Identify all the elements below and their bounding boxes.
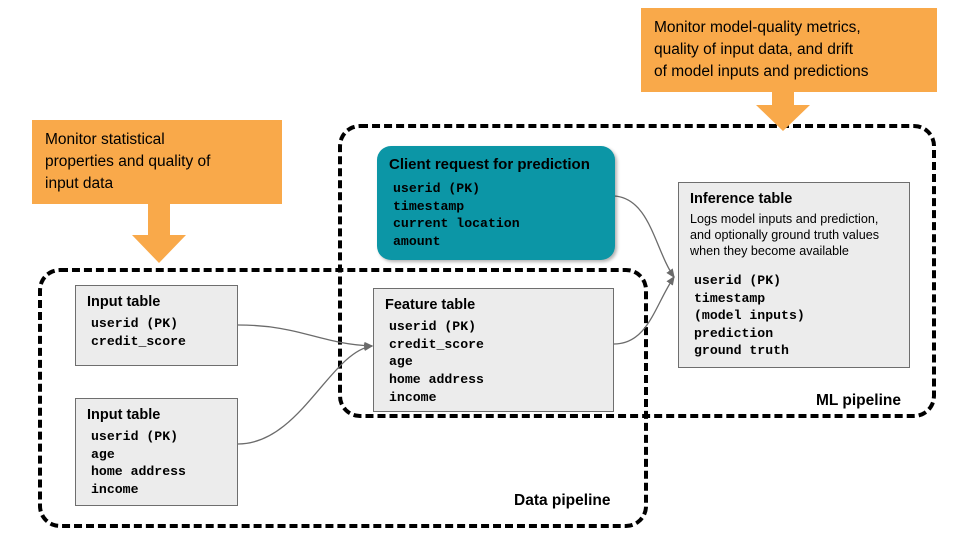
left-callout-line-3: input data: [45, 175, 114, 192]
field: userid (PK): [694, 272, 782, 288]
field: home address: [91, 464, 186, 480]
desc-line: when they become available: [690, 244, 849, 259]
entity-inference-table: Inference table Logs model inputs and pr…: [678, 182, 910, 368]
inference-table-fields: userid (PK) timestamp (model inputs) pre…: [690, 272, 899, 360]
field: current location: [393, 216, 520, 232]
left-callout-line-2: properties and quality of: [45, 153, 211, 170]
right-callout-line-3: of model inputs and predictions: [654, 63, 869, 80]
right-callout-arrow-icon: [756, 91, 810, 131]
field: userid (PK): [393, 181, 481, 196]
feature-table-title: Feature table: [385, 297, 476, 313]
client-request-title: Client request for prediction: [389, 156, 590, 173]
input-table-2-fields: userid (PK) age home address income: [87, 428, 227, 498]
field: userid (PK): [91, 316, 179, 332]
input-table-2-title: Input table: [87, 407, 161, 423]
data-pipeline-label: Data pipeline: [510, 492, 615, 510]
field: income: [91, 482, 139, 498]
field: userid (PK): [91, 429, 179, 445]
inference-table-title: Inference table: [690, 191, 793, 207]
field: age: [91, 446, 115, 462]
client-request-fields: userid (PK) timestamp current location a…: [389, 180, 603, 250]
feature-table-fields: userid (PK) credit_score age home addres…: [385, 318, 603, 406]
ml-pipeline-label: ML pipeline: [812, 392, 905, 410]
data-pipeline-container: [38, 268, 648, 528]
field: credit_score: [389, 336, 484, 352]
entity-input-table-2: Input table userid (PK) age home address…: [75, 398, 238, 506]
input-table-1-fields: userid (PK) credit_score: [87, 315, 227, 350]
field: amount: [393, 233, 441, 249]
inference-table-description: Logs model inputs and prediction, and op…: [690, 212, 899, 260]
field: timestamp: [393, 198, 465, 214]
field: home address: [389, 372, 484, 388]
left-callout-line-1: Monitor statistical: [45, 131, 165, 148]
entity-client-request: Client request for prediction userid (PK…: [377, 146, 615, 260]
entity-input-table-1: Input table userid (PK) credit_score: [75, 285, 238, 366]
desc-line: and optionally ground truth values: [690, 228, 880, 243]
field: credit_score: [91, 333, 186, 349]
right-callout-line-1: Monitor model-quality metrics,: [654, 19, 861, 36]
right-callout-line-2: quality of input data, and drift: [654, 41, 854, 58]
field: (model inputs): [694, 308, 805, 324]
field: timestamp: [694, 290, 766, 306]
desc-line: Logs model inputs and prediction,: [690, 212, 879, 227]
field: income: [389, 389, 437, 405]
left-callout-arrow-icon: [132, 203, 186, 263]
left-callout-box: Monitor statistical properties and quali…: [32, 120, 282, 204]
field: userid (PK): [389, 319, 477, 335]
field: age: [389, 354, 413, 370]
field: prediction: [694, 325, 774, 341]
input-table-1-title: Input table: [87, 294, 161, 310]
right-callout-box: Monitor model-quality metrics, quality o…: [641, 8, 937, 92]
field: ground truth: [694, 343, 789, 359]
entity-feature-table: Feature table userid (PK) credit_score a…: [373, 288, 614, 412]
